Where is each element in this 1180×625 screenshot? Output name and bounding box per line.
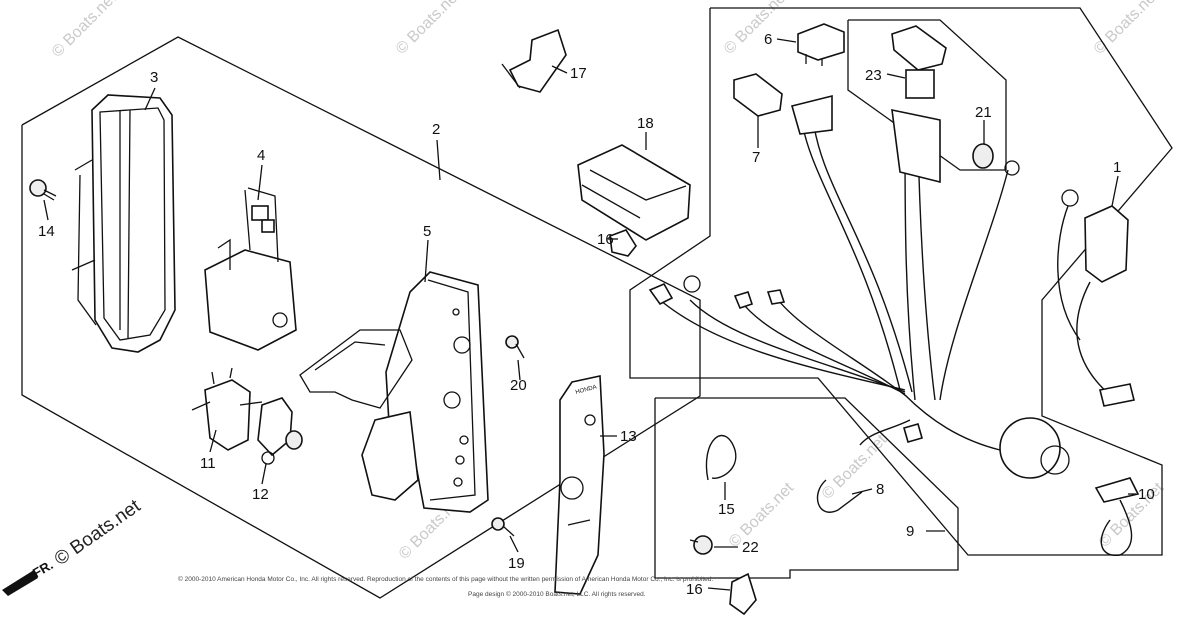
- callout-21: 21: [975, 104, 992, 121]
- assembly-outline-left: [21, 36, 701, 599]
- watermark-4: © Boats.net: [1091, 0, 1163, 58]
- part-8-clip: [816, 479, 863, 513]
- callout-14: 14: [38, 223, 55, 240]
- callout-23: 23: [865, 67, 882, 84]
- part-1-ignition-switch: [1057, 189, 1135, 407]
- part-6-relay: [797, 23, 845, 66]
- part-5-control-box: [299, 271, 489, 513]
- callout-20: 20: [510, 377, 527, 394]
- front-indicator: FR.: [2, 557, 56, 596]
- part-13-plate: HONDA: [554, 375, 605, 595]
- part-3-cover: [71, 94, 176, 353]
- part-21-grommet: [972, 143, 994, 169]
- part-16b-clamp: [729, 572, 757, 616]
- watermark-1: © Boats.net: [49, 0, 121, 61]
- callout-18: 18: [637, 115, 654, 132]
- footer-design: Page design © 2000-2010 Boats.net, LLC. …: [468, 590, 646, 598]
- leader-lines: [43, 38, 1136, 591]
- assembly-outline-right: [629, 7, 1173, 556]
- callout-22: 22: [742, 539, 759, 556]
- part-14-screw: [29, 179, 57, 201]
- callout-11: 11: [200, 455, 216, 472]
- part-22-bolt: [689, 535, 713, 555]
- callout-16-upper: 16: [597, 231, 614, 248]
- part-20-screw: [505, 335, 525, 359]
- callout-4: 4: [257, 147, 265, 164]
- callout-19: 19: [508, 555, 525, 572]
- part-15-band: [705, 434, 737, 481]
- callout-5: 5: [423, 223, 431, 240]
- part-7-cap: [733, 73, 783, 117]
- part-16a-clamp: [609, 229, 637, 257]
- callout-13: 13: [620, 428, 637, 445]
- watermark-2: © Boats.net: [393, 0, 465, 58]
- callout-3: 3: [150, 69, 158, 86]
- part-9-harness: [648, 94, 1020, 451]
- callout-8: 8: [876, 481, 884, 498]
- part-10-key: [1094, 477, 1140, 556]
- callout-15: 15: [718, 501, 735, 518]
- footer-copyright: © 2000-2010 American Honda Motor Co., In…: [178, 575, 713, 583]
- watermark-3: © Boats.net: [721, 0, 793, 58]
- callouts: 3 2 4 5 14 11 12 20 19 13 17 18 16 6 7 2…: [38, 31, 1155, 598]
- callout-2: 2: [432, 121, 440, 138]
- callout-6: 6: [764, 31, 772, 48]
- plate-label: HONDA: [575, 385, 597, 396]
- part-17-clip: [501, 28, 567, 93]
- part-11-switch: [191, 367, 263, 451]
- callout-17: 17: [570, 65, 587, 82]
- part-23-fuse-holder: [891, 25, 947, 99]
- part-9-solenoid: [999, 417, 1070, 479]
- callout-10: 10: [1138, 486, 1155, 503]
- callout-12: 12: [252, 486, 269, 503]
- callout-7: 7: [752, 149, 760, 166]
- callout-1: 1: [1113, 159, 1121, 176]
- callout-9: 9: [906, 523, 914, 540]
- callout-16-lower: 16: [686, 581, 703, 598]
- assembly-outline-inner: [847, 19, 1007, 171]
- part-18-tube: [577, 144, 691, 241]
- front-arrow-icon: [2, 570, 38, 596]
- part-4-bracket: [204, 187, 297, 351]
- part-19-screw: [491, 517, 515, 537]
- assembly-outline-bottom: [654, 397, 959, 579]
- part-12-switch: [257, 397, 303, 465]
- watermark-6: © Boats.net: [726, 479, 798, 551]
- brand-watermark: © Boats.net: [51, 495, 145, 570]
